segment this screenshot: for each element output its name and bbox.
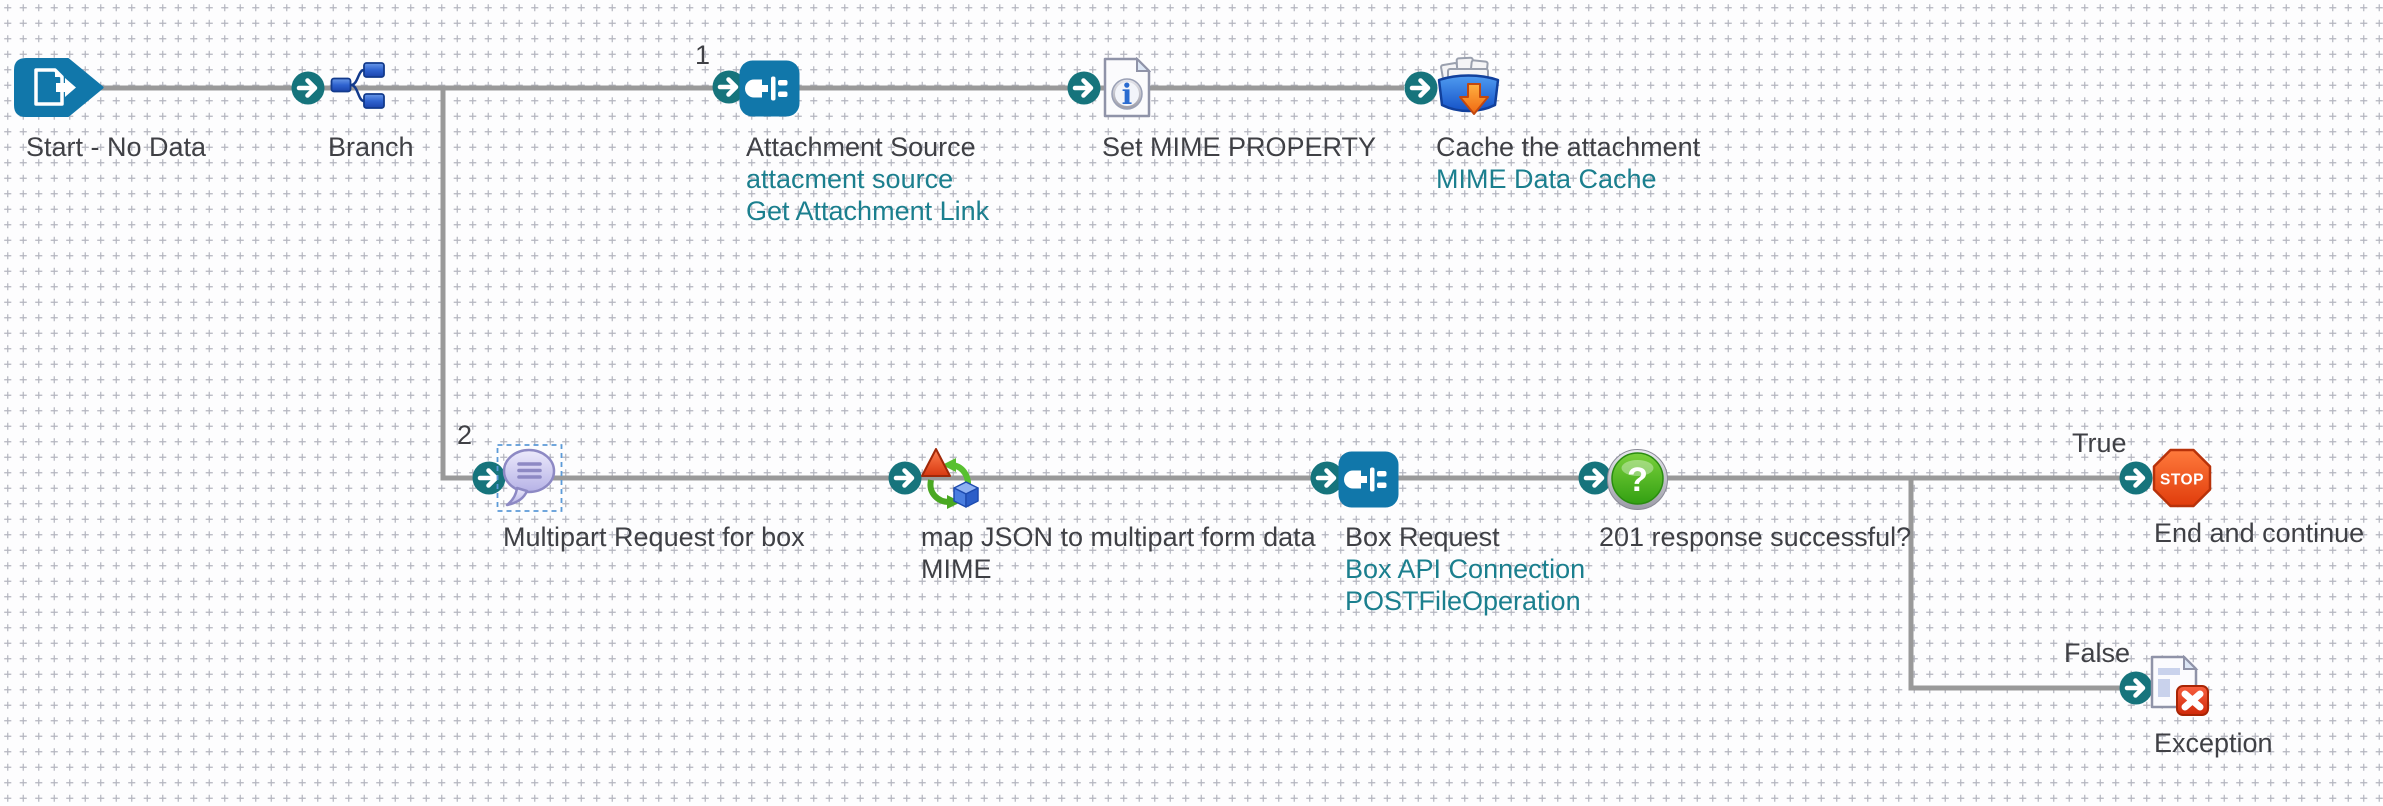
wire-branch2 (440, 88, 2140, 481)
false-path-label: False (2064, 638, 2131, 668)
exception-document-icon[interactable] (2150, 655, 2212, 719)
map-json-label-line1: map JSON to multipart form data (921, 522, 1316, 552)
box-request-label: Box Request (1345, 522, 1500, 552)
cache-connection-point-icon[interactable] (1404, 71, 1438, 105)
box-request-action: POSTFileOperation (1345, 586, 1581, 616)
exception-label: Exception (2154, 728, 2273, 758)
wire-false-path (1908, 478, 2128, 691)
set-mime-property-label: Set MIME PROPERTY (1102, 132, 1377, 162)
multipart-message-label: Multipart Request for box (503, 522, 805, 552)
end-continue-label: End and continue (2154, 518, 2365, 548)
branch2-number: 2 (457, 420, 473, 450)
exception-connection-point-icon[interactable] (2119, 671, 2153, 705)
branch-node-label: Branch (328, 132, 414, 162)
decision-question-icon[interactable]: ? (1606, 448, 1669, 511)
connector-plug-icon[interactable] (739, 60, 800, 117)
set-properties-connection-point-icon[interactable] (1067, 71, 1101, 105)
branch-connection-point-icon[interactable] (291, 71, 325, 105)
svg-text:?: ? (1627, 461, 1648, 499)
decision-label: 201 response successful? (1599, 522, 1912, 552)
attachment-source-component: attacment source (746, 164, 954, 194)
start-no-data-icon[interactable] (14, 58, 104, 117)
box-request-component: Box API Connection (1345, 554, 1586, 584)
add-to-cache-icon[interactable] (1435, 55, 1502, 123)
stop-icon-text: STOP (2160, 472, 2204, 489)
svg-text:i: i (1122, 78, 1133, 111)
start-node-label: Start - No Data (26, 132, 207, 162)
map-icon[interactable] (915, 447, 981, 509)
message-icon[interactable] (495, 442, 565, 514)
cache-attachment-label: Cache the attachment (1436, 132, 1701, 162)
end-connection-point-icon[interactable] (2119, 461, 2153, 495)
cache-attachment-labels: Cache the attachment MIME Data Cache (1436, 131, 1700, 195)
branch-icon[interactable] (330, 60, 386, 112)
connector-plug-icon[interactable] (1338, 451, 1399, 508)
true-path-label: True (2072, 428, 2127, 458)
box-request-labels: Box Request Box API Connection POSTFileO… (1345, 521, 1585, 617)
set-properties-icon[interactable]: i (1103, 57, 1151, 118)
map-json-label-line2: MIME (921, 554, 992, 584)
attachment-source-action: Get Attachment Link (746, 196, 990, 226)
cache-attachment-component: MIME Data Cache (1436, 164, 1657, 194)
selection-border (496, 444, 563, 512)
map-json-labels: map JSON to multipart form data MIME (921, 521, 1316, 585)
attachment-source-label: Attachment Source (746, 132, 976, 162)
stop-icon[interactable]: STOP (2152, 448, 2212, 508)
branch1-number: 1 (695, 40, 711, 70)
attachment-source-labels: Attachment Source attacment source Get A… (746, 131, 989, 227)
